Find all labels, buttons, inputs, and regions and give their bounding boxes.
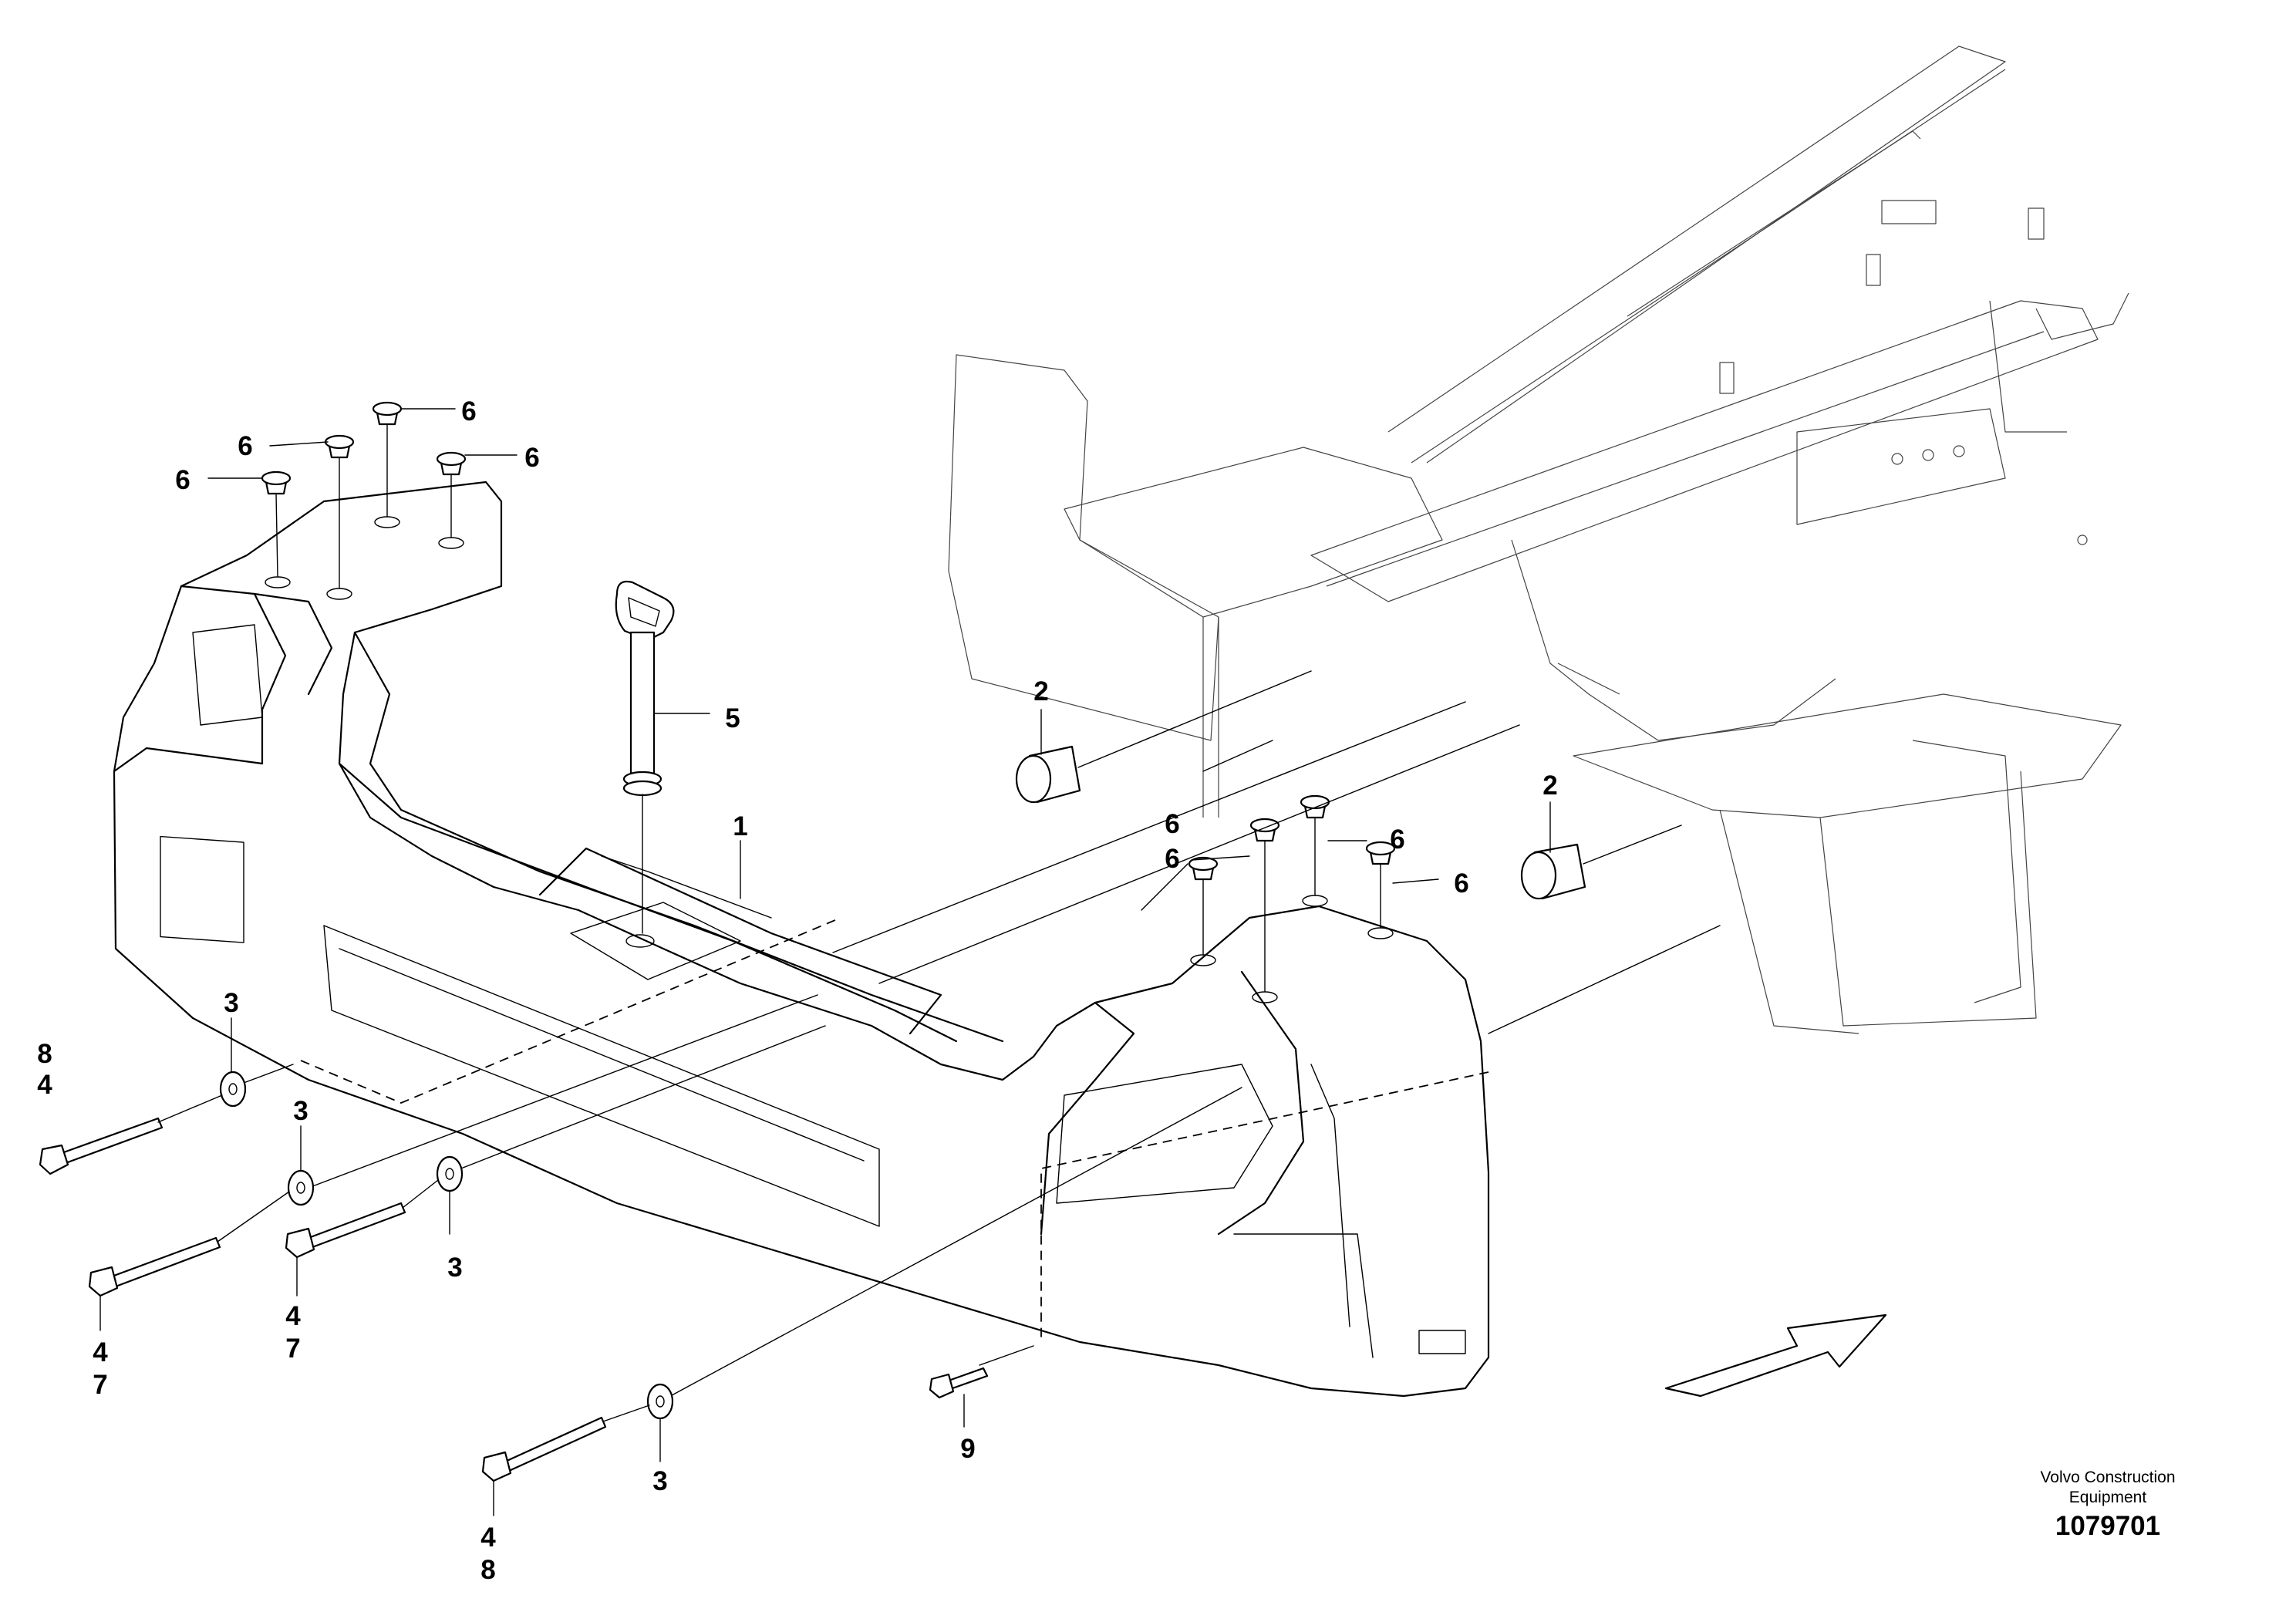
callout-6-h: 6 bbox=[1454, 868, 1468, 899]
callout-6-d: 6 bbox=[524, 443, 539, 473]
counterweight-body bbox=[113, 481, 1490, 1398]
forward-direction-arrow bbox=[1664, 1313, 1887, 1398]
washer-3a bbox=[219, 1071, 247, 1108]
callout-7-b: 7 bbox=[93, 1370, 107, 1400]
bolt-b bbox=[88, 1191, 290, 1297]
callout-3-c: 3 bbox=[447, 1253, 462, 1283]
pin-hole bbox=[625, 934, 655, 948]
callout-5: 5 bbox=[725, 703, 740, 733]
washer-part-3-group bbox=[219, 1071, 674, 1420]
bolt-part-9 bbox=[929, 1367, 989, 1399]
callout-9: 9 bbox=[960, 1434, 975, 1464]
washer-3d bbox=[646, 1383, 674, 1420]
callout-3-b: 3 bbox=[293, 1096, 308, 1126]
plug-6h bbox=[1365, 841, 1396, 865]
plug-6c bbox=[372, 401, 403, 426]
callout-6-e: 6 bbox=[1165, 844, 1179, 874]
assembly-lines bbox=[231, 701, 1721, 1401]
callout-1: 1 bbox=[733, 811, 747, 841]
plug-6e bbox=[1188, 856, 1219, 881]
callout-4-d: 4 bbox=[480, 1523, 496, 1553]
callout-3-a: 3 bbox=[224, 988, 238, 1018]
callout-6-a: 6 bbox=[175, 465, 190, 495]
manufacturer-name-line2: Equipment bbox=[2069, 1489, 2147, 1506]
bolt-a bbox=[39, 1094, 223, 1175]
bumper-part-2-right bbox=[1520, 824, 1682, 900]
callout-2-a: 2 bbox=[1033, 676, 1048, 706]
machine-frame bbox=[948, 46, 2129, 1034]
callout-8-b: 8 bbox=[480, 1555, 495, 1585]
callout-3-d: 3 bbox=[652, 1466, 667, 1496]
callout-6-b: 6 bbox=[238, 431, 252, 461]
callout-8-a: 8 bbox=[37, 1039, 52, 1069]
callout-6-f: 6 bbox=[1165, 809, 1179, 839]
callout-6-g: 6 bbox=[1390, 824, 1404, 855]
washer-3c bbox=[436, 1155, 464, 1192]
plug-6d bbox=[436, 451, 467, 476]
callout-7-a: 7 bbox=[285, 1334, 300, 1364]
callout-4-a: 4 bbox=[37, 1070, 52, 1100]
bumper-part-2-left bbox=[1015, 670, 1312, 804]
plug-6f bbox=[1249, 818, 1280, 842]
callout-2-b: 2 bbox=[1542, 771, 1557, 801]
callout-labels: 6 6 6 6 5 1 2 2 6 6 6 6 3 8 4 3 3 4 7 4 … bbox=[37, 396, 1557, 1585]
plug-part-6-group-right bbox=[1188, 794, 1396, 993]
plug-6g bbox=[1300, 794, 1330, 819]
manufacturer-name-line1: Volvo Construction bbox=[2040, 1469, 2175, 1486]
leader-lines bbox=[99, 408, 1551, 1516]
plug-6a bbox=[261, 470, 292, 495]
drawing-number: 1079701 bbox=[2055, 1511, 2160, 1541]
bolt-d bbox=[481, 1404, 650, 1482]
washer-3b bbox=[287, 1169, 315, 1206]
plug-part-6-group-left bbox=[261, 401, 467, 589]
bolt-c bbox=[285, 1179, 439, 1259]
plug-6b bbox=[324, 434, 355, 459]
callout-6-c: 6 bbox=[461, 396, 476, 427]
callout-4-c: 4 bbox=[93, 1337, 108, 1367]
lifting-pin-part-5 bbox=[615, 580, 675, 934]
callout-4-b: 4 bbox=[285, 1301, 301, 1331]
drawing-title-block: Volvo Construction Equipment 1079701 bbox=[2040, 1469, 2175, 1541]
bolt-part-4-group bbox=[39, 1094, 650, 1482]
